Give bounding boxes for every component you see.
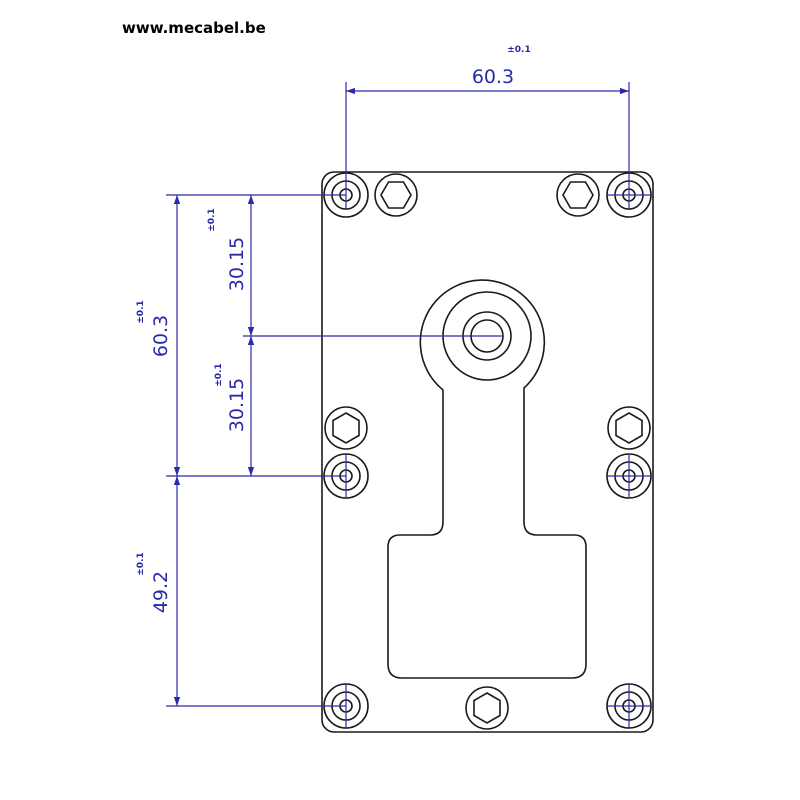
hex-screw-top-right: [556, 173, 600, 217]
dimension-upper-half-tolerance: ±0.1: [207, 208, 217, 231]
website-url: www.mecabel.be: [122, 19, 266, 37]
dimension-top-width-tolerance: ±0.1: [507, 45, 530, 55]
dimension-extension-lines: [166, 194, 651, 728]
hex-screw-bottom-center: [465, 686, 509, 730]
dimension-upper-half-value: 30.15: [226, 237, 248, 291]
internal-recess: [387, 279, 587, 679]
dimension-bottom-span-value: 49.2: [150, 571, 172, 613]
housing-plate: [321, 171, 654, 733]
hex-screw-mid-left: [324, 406, 368, 450]
dimension-lower-half-tolerance: ±0.1: [214, 363, 224, 386]
hex-screw-mid-right: [607, 406, 651, 450]
dimension-lower-half-value: 30.15: [226, 378, 248, 432]
dimension-left-total-value: 60.3: [150, 315, 172, 357]
dimension-top-width-value: 60.3: [472, 66, 514, 88]
dimension-bottom-span-tolerance: ±0.1: [136, 552, 146, 575]
dimension-top-width-lines: [345, 82, 630, 210]
hex-screw-top-left: [374, 173, 418, 217]
dimension-left-total-tolerance: ±0.1: [136, 300, 146, 323]
